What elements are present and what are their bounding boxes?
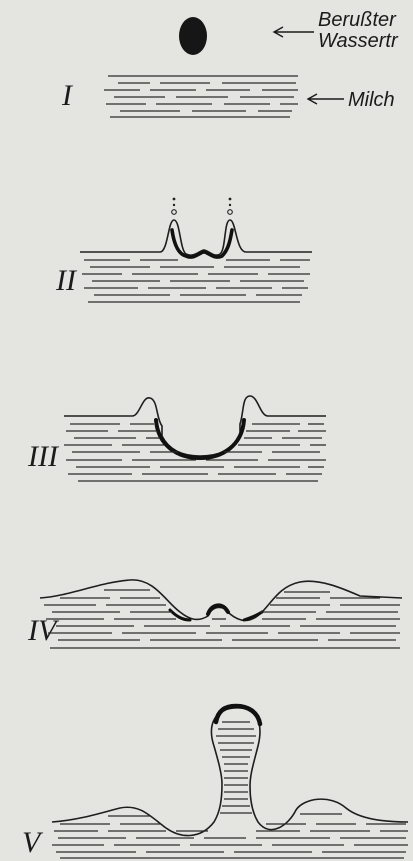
stage-2: II — [55, 198, 312, 302]
milk-surface-hatching — [104, 76, 298, 117]
crater-surface — [64, 396, 326, 456]
ejected-droplet — [173, 198, 176, 201]
ejected-droplet — [228, 210, 233, 215]
stage-label-2: II — [55, 264, 78, 297]
drop-label-line2: Wassertr — [318, 30, 399, 52]
stage-5: V — [22, 706, 408, 859]
ejected-droplet — [173, 204, 175, 206]
stage-3: III — [27, 396, 326, 481]
stage-label-5: V — [22, 826, 44, 859]
stage-1: Berußter Wassertr I Milch — [61, 9, 399, 117]
milk-arrow — [308, 94, 344, 104]
stage-label-1: I — [61, 79, 74, 112]
ejected-droplet — [229, 198, 232, 201]
ejected-droplet — [229, 204, 231, 206]
stage-4: IV — [27, 580, 402, 648]
milk-hatching — [52, 814, 408, 858]
drop-arrow — [274, 27, 314, 37]
milk-hatching — [64, 424, 326, 481]
milk-hatching — [44, 590, 400, 648]
sooted-water-drop — [179, 17, 207, 55]
stage-label-3: III — [27, 440, 60, 473]
soot-cap — [216, 706, 260, 724]
wave-surface — [40, 580, 402, 621]
soot-bump — [208, 605, 228, 614]
drop-label: Berußter Wassertr — [274, 9, 399, 52]
milk-label: Milch — [308, 89, 395, 111]
ejected-droplet — [172, 210, 177, 215]
crown-surface — [80, 220, 312, 255]
milk-label-text: Milch — [348, 89, 395, 111]
milk-hatching — [82, 260, 310, 302]
drop-label-line1: Berußter — [318, 9, 397, 31]
jet-surface — [52, 708, 408, 836]
